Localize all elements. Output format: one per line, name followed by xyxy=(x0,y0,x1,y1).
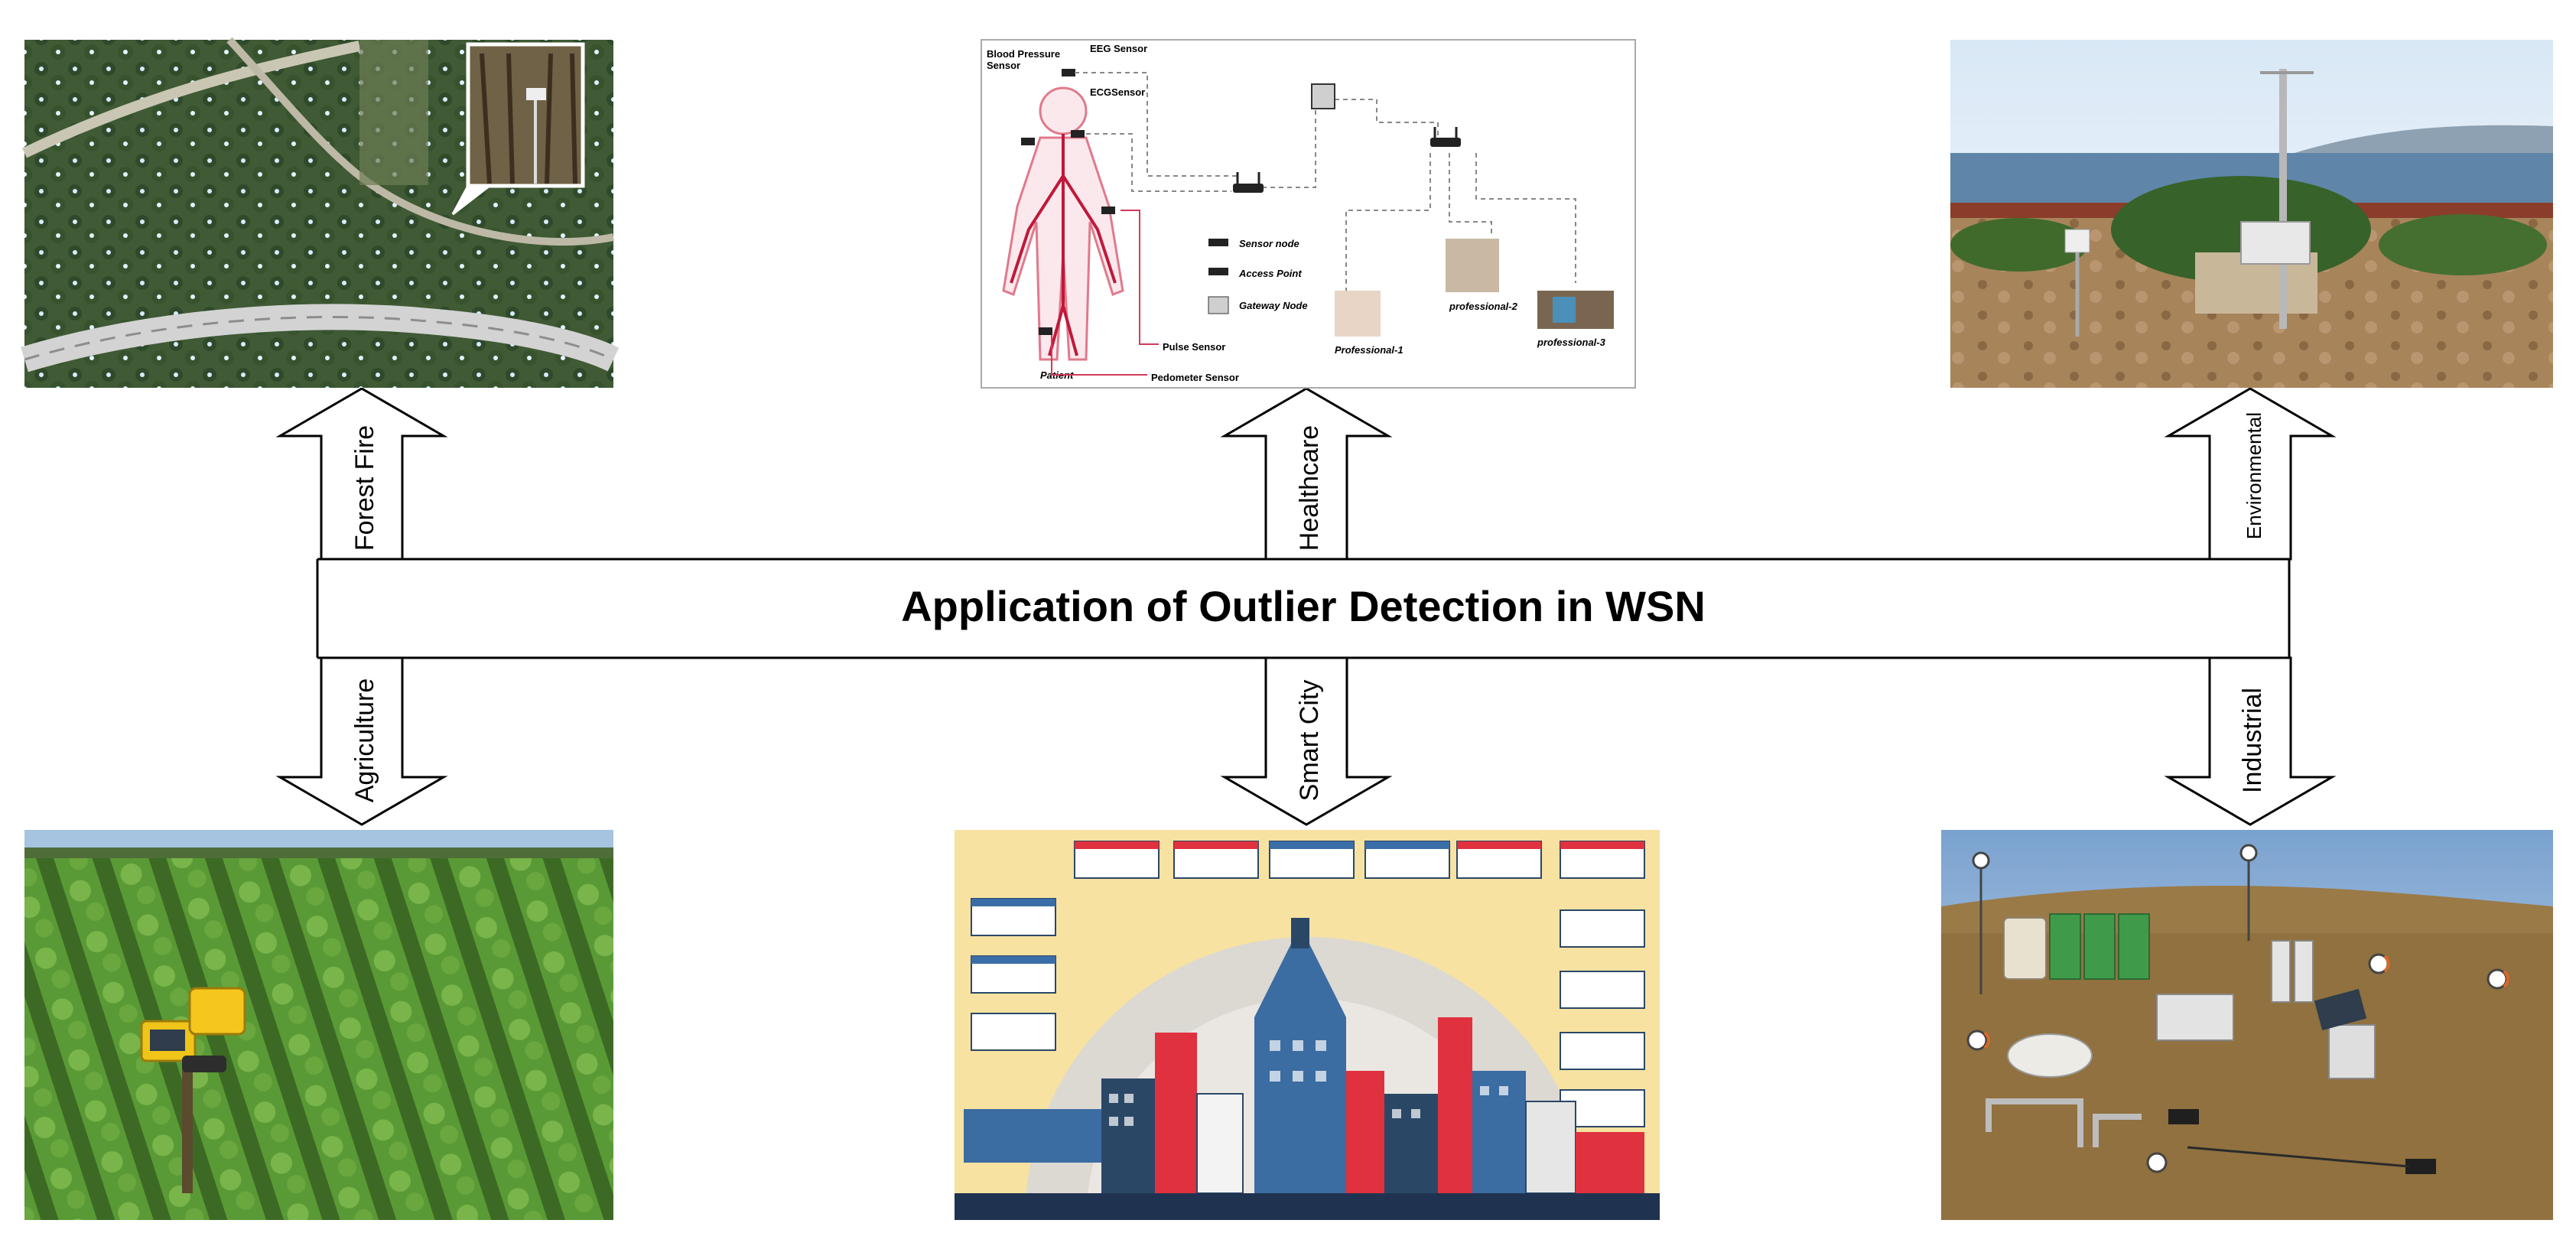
label-professional-1: Professional-1 xyxy=(1335,344,1403,356)
agriculture-image xyxy=(24,830,613,1220)
label-professional-2: professional-2 xyxy=(1449,301,1518,312)
arrow-label-healthcare: Healthcare xyxy=(1295,425,1324,551)
central-bar: Application of Outlier Detection in WSN xyxy=(316,558,2291,659)
label-sensor: Sensor xyxy=(987,60,1020,71)
diagram-title: Application of Outlier Detection in WSN xyxy=(901,582,1706,630)
label-professional-3: professional-3 xyxy=(1537,337,1606,348)
arrow-environmental: Environmental xyxy=(2164,387,2337,561)
label-pulse: Pulse Sensor xyxy=(1163,341,1225,353)
smart-city-image xyxy=(955,830,1660,1220)
industrial-image xyxy=(1941,830,2553,1220)
arrow-industrial: Industrial xyxy=(2164,656,2337,826)
label-ecg: ECGSensor xyxy=(1090,86,1145,98)
environmental-image xyxy=(1950,40,2553,388)
legend-access-point: Access Point xyxy=(1238,268,1302,279)
arrow-label-agriculture: Agriculture xyxy=(350,678,379,803)
label-blood-pressure: Blood Pressure xyxy=(987,48,1060,60)
legend-sensor-node: Sensor node xyxy=(1239,238,1299,249)
arrow-label-forest-fire: Forest Fire xyxy=(350,425,379,551)
healthcare-image: Blood Pressure Sensor EEG Sensor ECGSens… xyxy=(981,39,1636,389)
legend-gateway-node: Gateway Node xyxy=(1239,300,1308,311)
arrow-label-environmental: Environmental xyxy=(2243,412,2265,539)
forest-fire-image xyxy=(21,37,620,388)
arrow-label-industrial: Industrial xyxy=(2238,688,2267,793)
label-pedometer: Pedometer Sensor xyxy=(1151,372,1239,383)
arrow-forest-fire: Forest Fire xyxy=(275,387,448,561)
arrow-label-smart-city: Smart City xyxy=(1295,680,1324,802)
arrow-healthcare: Healthcare xyxy=(1220,387,1393,561)
label-eeg: EEG Sensor xyxy=(1090,43,1147,54)
arrow-smart-city: Smart City xyxy=(1220,656,1393,826)
arrow-agriculture: Agriculture xyxy=(275,656,448,826)
